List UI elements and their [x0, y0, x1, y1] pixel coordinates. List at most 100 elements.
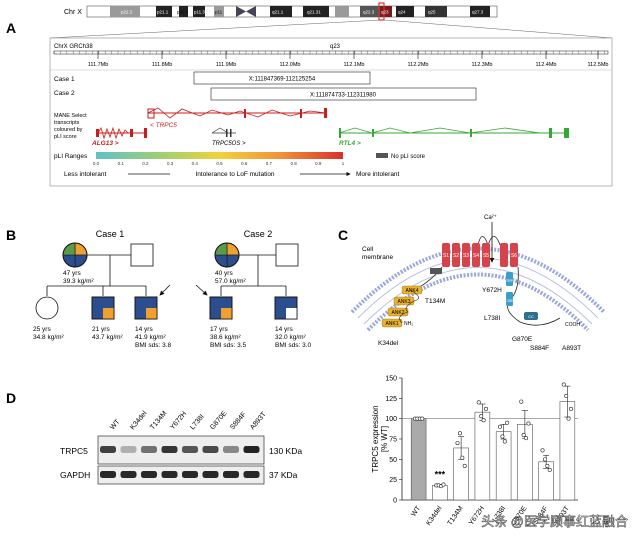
svg-text:q23: q23 — [381, 10, 389, 15]
gene-label-trpc5: < TRPC5 — [150, 122, 177, 129]
no-pli-label: No pLI score — [391, 154, 426, 160]
ank-label: ANK1 — [385, 321, 398, 327]
data-point — [564, 393, 569, 398]
case1-daughter-symbol — [35, 296, 59, 320]
lane-label: G870E — [209, 410, 229, 431]
ank-label: ANK3 — [397, 299, 410, 305]
svg-text:p11.3: p11.3 — [194, 10, 205, 15]
gene-track-trpc5 — [147, 107, 327, 119]
data-point — [498, 424, 503, 429]
bar — [410, 418, 427, 501]
membrane-inner — [366, 272, 590, 332]
variant-t134m: T134M — [425, 298, 445, 305]
pli-tick: 0.6 — [241, 161, 248, 166]
chromosome-label: Chr X — [64, 9, 82, 16]
data-point — [524, 436, 529, 441]
pli-tick: 0.0 — [93, 161, 100, 166]
case1-mother-symbol — [62, 242, 88, 268]
data-point — [420, 416, 425, 421]
pli-tick: 0.7 — [266, 161, 273, 166]
variant-l738i: L738I — [484, 315, 500, 322]
panel-c: C Cell membrane Ca²⁺ S1 S2 S3 S4 S5 S6 — [338, 214, 606, 352]
gapdh-band — [161, 471, 178, 478]
case1-proband-symbol — [134, 284, 171, 320]
tick-label: 112.0Mb — [280, 62, 301, 68]
case2-range: X:111874733-112311980 — [310, 93, 377, 99]
data-point — [526, 421, 531, 426]
panel-a-letter: A — [6, 20, 16, 36]
panel-b: B Case 1 47 yrs 39.3 kg/m² — [6, 227, 312, 349]
region-detail-box — [49, 37, 613, 187]
tick-label: 111.7Mb — [88, 62, 109, 68]
coordinate-scale: 111.7Mb 111.8Mb 111.9Mb 112.0Mb 112.1Mb … — [53, 50, 609, 68]
trpc5-band — [223, 446, 239, 453]
data-point — [460, 455, 465, 460]
y-tick-label: 25 — [389, 477, 397, 484]
pli-tick: 0.1 — [118, 161, 125, 166]
svg-text:q24: q24 — [398, 10, 406, 15]
gene-label-alg13: ALG13 > — [91, 140, 119, 147]
case2-child1-age: 17 yrs — [210, 326, 228, 333]
case2-son2-symbol — [274, 296, 298, 320]
case2-title: Case 2 — [244, 229, 273, 239]
variant-s884f: S884F — [530, 345, 549, 352]
gapdh-band — [182, 471, 198, 478]
data-point — [568, 406, 573, 411]
case2-mother-age: 40 yrs — [215, 270, 233, 277]
svg-text:pLI score: pLI score — [54, 134, 77, 140]
lane-label: T134M — [149, 410, 168, 431]
case1-mother-bmi: 39.3 kg/m² — [63, 278, 95, 285]
y-tick-label: 150 — [385, 376, 397, 383]
case1-label: Case 1 — [54, 76, 75, 83]
case1-child1-bmi: 34.8 kg/m² — [33, 334, 65, 341]
trpc5-band — [100, 446, 116, 453]
data-point — [483, 406, 488, 411]
blot-size-trpc5: 130 KDa — [269, 446, 302, 456]
trp-domain — [506, 272, 513, 286]
variant-y672h: Y672H — [482, 287, 502, 294]
region-band-label: q23 — [330, 44, 341, 50]
significance-annotation: *** — [435, 469, 446, 479]
membrane-label-2: membrane — [362, 254, 393, 261]
segment-label: S1 — [443, 253, 449, 259]
case2-mother-symbol — [214, 242, 240, 268]
case1-range: X:111847369-112125254 — [249, 77, 316, 83]
tick-label: 112.3Mb — [472, 62, 493, 68]
data-point — [479, 414, 484, 419]
trp-label: TRP — [506, 279, 514, 283]
trpc5-band — [182, 446, 198, 453]
cirb-label: CIRB — [505, 299, 514, 303]
cc-label: CC — [528, 314, 534, 319]
variant-a893t: A893T — [562, 345, 581, 352]
svg-text:q25: q25 — [428, 10, 436, 15]
tick-label: 112.5Mb — [588, 62, 609, 68]
c-terminus-label: COOH — [565, 322, 580, 328]
gapdh-band — [100, 471, 116, 478]
cc-domain — [524, 312, 538, 320]
pli-tick: 0.8 — [290, 161, 297, 166]
band-labels: p22.2 p21.1 p11.4 p11.3 p11 q21.1 q21.31… — [121, 10, 484, 15]
blot-size-gapdh: 37 KDa — [269, 470, 298, 480]
gapdh-blot — [97, 465, 265, 485]
bar — [474, 411, 491, 501]
gapdh-band — [120, 471, 137, 478]
transmembrane-segments — [442, 243, 518, 267]
data-point — [441, 482, 446, 487]
panel-d: D WT K34del T134M Y672H L738I G870E S884… — [6, 376, 578, 527]
data-point — [561, 382, 566, 387]
data-point — [519, 399, 524, 404]
case1-child1-age: 25 yrs — [33, 326, 51, 333]
proband-arrow — [195, 284, 208, 296]
data-point — [481, 418, 486, 423]
variant-k34del: K34del — [378, 340, 399, 347]
n-terminus-label: NH₂ — [404, 321, 413, 327]
svg-text:p11: p11 — [215, 10, 223, 15]
case1-deletion-box — [193, 71, 371, 85]
lane-label: L738I — [189, 413, 206, 431]
case2-label: Case 2 — [54, 90, 75, 97]
calcium-label: Ca²⁺ — [484, 214, 497, 221]
case2-child1-sds: BMI sds: 3.5 — [210, 342, 247, 349]
membrane-label-1: Cell — [362, 246, 374, 253]
case2-child2-sds: BMI sds: 3.0 — [275, 342, 312, 349]
data-point — [545, 463, 550, 468]
